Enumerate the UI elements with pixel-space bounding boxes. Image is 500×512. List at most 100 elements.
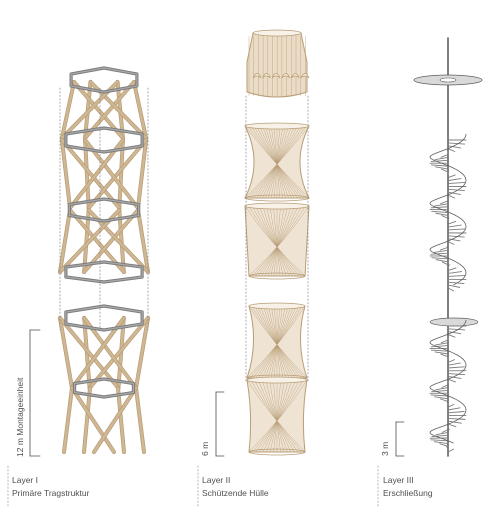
stair-tread bbox=[430, 206, 449, 209]
shell-lamella bbox=[244, 125, 310, 199]
shell-lamella bbox=[264, 205, 292, 277]
timber-column bbox=[117, 138, 125, 210]
stair-tread bbox=[447, 238, 461, 242]
stair-tread bbox=[447, 448, 455, 453]
crown-window bbox=[262, 73, 271, 79]
shell-bottom-edge bbox=[244, 194, 310, 202]
layer-1-structure-drawing bbox=[58, 66, 150, 454]
steel-ring-highlight bbox=[70, 67, 138, 93]
layer-1-name: Layer I bbox=[12, 475, 38, 485]
shell-lamella bbox=[266, 379, 289, 453]
timber-column bbox=[62, 386, 74, 454]
timber-column-face bbox=[118, 138, 125, 210]
timber-column-face bbox=[132, 80, 148, 140]
timber-column-face bbox=[60, 138, 121, 210]
timber-column bbox=[86, 138, 148, 210]
stair-tread bbox=[447, 194, 455, 199]
caption-dividers bbox=[7, 465, 379, 509]
stair-tread bbox=[447, 281, 465, 284]
layer-2-envelope-drawing bbox=[244, 29, 310, 456]
stair-tread bbox=[447, 359, 455, 363]
shell-top-edge bbox=[244, 122, 310, 130]
shell-segment-lower bbox=[246, 302, 308, 382]
middle-ring bbox=[67, 197, 141, 223]
stair-tread bbox=[447, 417, 466, 420]
shell-lamella bbox=[269, 379, 285, 453]
stair-tread bbox=[440, 339, 449, 344]
stair-tread bbox=[447, 274, 466, 277]
stair-tread bbox=[447, 381, 450, 386]
stair-tread bbox=[447, 426, 450, 431]
stair-tread bbox=[440, 200, 449, 205]
shell-lamella bbox=[267, 205, 288, 277]
shell-lamella bbox=[251, 205, 299, 277]
crown-window bbox=[271, 73, 281, 79]
stair-handrail bbox=[429, 133, 467, 286]
timber-column-face bbox=[82, 386, 92, 454]
stair-tread bbox=[447, 235, 465, 238]
stair-tread bbox=[447, 148, 456, 152]
timber-column-face bbox=[116, 386, 126, 454]
timber-column bbox=[58, 208, 72, 274]
timber-column bbox=[134, 386, 146, 454]
stair-tread bbox=[447, 287, 455, 292]
stair-tread bbox=[447, 411, 465, 414]
stair-tread bbox=[447, 220, 457, 225]
stair-tread bbox=[447, 331, 462, 335]
stair-tread bbox=[447, 181, 466, 184]
shell-lamella bbox=[250, 379, 302, 453]
layer-3-scale-label: 3 m bbox=[380, 441, 390, 456]
stair-tread bbox=[430, 439, 449, 442]
timber-column bbox=[82, 208, 91, 274]
stair-tread bbox=[435, 431, 449, 436]
stair-tread bbox=[447, 375, 462, 379]
timber-column-face bbox=[62, 386, 74, 454]
layer-1-scale-label: 12 m Montageeinheit bbox=[15, 377, 25, 457]
bottom-ring bbox=[72, 377, 136, 399]
stair-tread bbox=[435, 259, 449, 263]
upper-ring bbox=[64, 126, 144, 154]
stair-tread bbox=[447, 328, 466, 331]
shell-lamella bbox=[248, 205, 303, 277]
shell-lamella bbox=[258, 205, 299, 277]
timber-column-face bbox=[83, 138, 90, 210]
shell-lamella bbox=[246, 305, 306, 379]
stair-tread bbox=[439, 246, 449, 251]
shell-lamella bbox=[251, 205, 306, 277]
stair-tread bbox=[431, 434, 449, 437]
stair-tread bbox=[446, 197, 449, 202]
timber-column bbox=[82, 208, 140, 274]
crown-window bbox=[281, 73, 291, 79]
stair-tread bbox=[447, 188, 465, 192]
shell-lamella bbox=[259, 379, 296, 453]
stair-tread bbox=[431, 345, 449, 348]
shell-lamella bbox=[252, 379, 304, 453]
layer-2-scale-label: 6 m bbox=[200, 441, 210, 456]
stair-tread bbox=[434, 351, 449, 355]
crown-window bbox=[252, 73, 262, 79]
shell-lamella bbox=[270, 205, 285, 277]
timber-column-face bbox=[58, 316, 74, 390]
timber-column-face bbox=[136, 138, 148, 210]
timber-column-face bbox=[70, 386, 116, 454]
timber-column-face bbox=[134, 316, 150, 390]
layer-3-stair-drawing bbox=[413, 37, 483, 457]
layer-2-name: Layer II bbox=[202, 475, 231, 485]
shell-lamella bbox=[273, 205, 281, 277]
timber-column bbox=[70, 386, 116, 454]
shell-lamella bbox=[244, 205, 306, 277]
shell-top-edge bbox=[244, 202, 310, 210]
stair-tread bbox=[447, 264, 450, 269]
stair-tread bbox=[430, 252, 449, 255]
shell-lamella bbox=[258, 205, 293, 277]
timber-column-face bbox=[92, 386, 138, 454]
stair-tread bbox=[447, 191, 461, 195]
steel-ring-highlight bbox=[73, 378, 135, 398]
stair-tread bbox=[447, 373, 466, 376]
platform-opening bbox=[439, 77, 457, 83]
shell-lamella bbox=[255, 379, 300, 453]
shell-top-edge bbox=[246, 376, 308, 384]
stair-tread bbox=[441, 261, 449, 266]
stair-tread bbox=[430, 394, 449, 397]
